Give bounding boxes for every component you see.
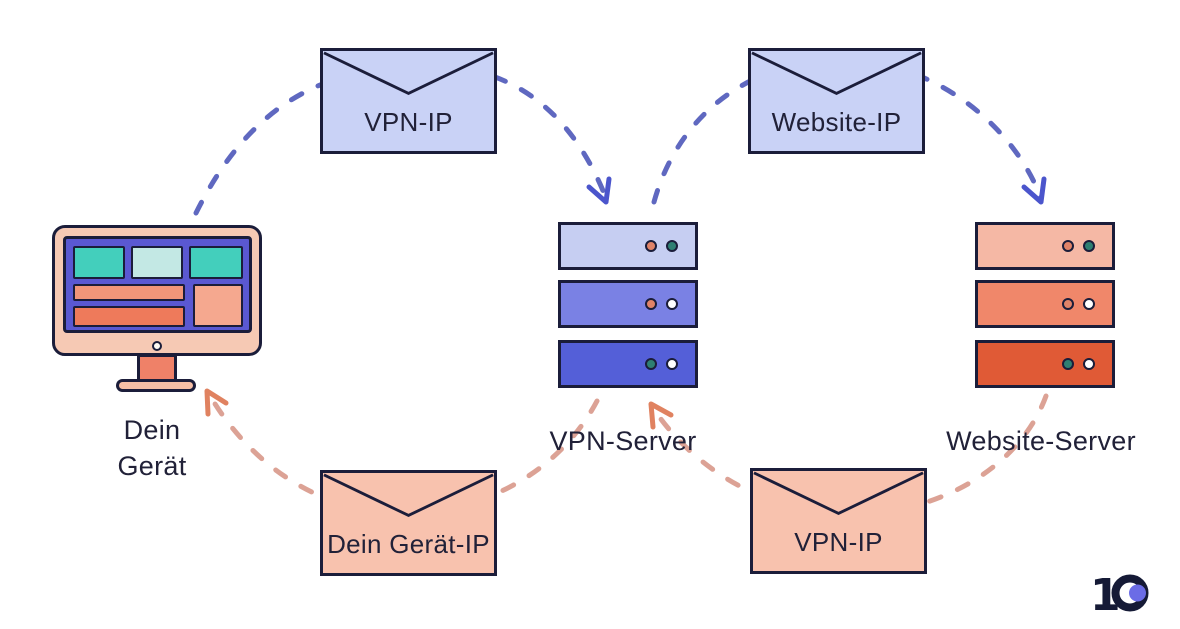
screen-tile: [193, 284, 243, 327]
status-dot: [645, 298, 657, 310]
status-dot: [1083, 298, 1095, 310]
arrow-website-to-vpn-server: [650, 393, 1049, 517]
status-dot: [666, 240, 678, 252]
website-server-label: Website-Server: [946, 426, 1136, 456]
status-dot: [1083, 358, 1095, 370]
envelope-flap-icon: [323, 51, 494, 96]
envelope-flap-icon: [751, 51, 922, 96]
envelope-label: Website-IP: [771, 107, 902, 137]
envelope-vpn-ip-top: VPN-IP: [320, 48, 497, 154]
server-slab: [975, 222, 1115, 270]
status-dot: [645, 358, 657, 370]
envelope-flap-icon: [753, 471, 924, 516]
arrowhead-vpn-server-bottom: [648, 401, 674, 430]
server-slab: [975, 340, 1115, 388]
status-dot: [1062, 298, 1074, 310]
envelope-flap-icon: [323, 473, 494, 518]
website-server-icon: [975, 222, 1115, 388]
monitor-screen: [63, 236, 252, 333]
vpn-server-label: VPN-Server: [549, 426, 697, 456]
brand-logo: 1: [1090, 572, 1149, 620]
status-dot: [1083, 240, 1095, 252]
camera-dot: [152, 341, 162, 351]
arrowhead-device-bottom: [204, 388, 229, 417]
screen-tile: [131, 246, 183, 279]
server-slab: [558, 280, 698, 328]
screen-tile: [73, 246, 125, 279]
arrowhead-website-server-top: [1021, 176, 1047, 205]
envelope-vpn-ip-bottom: VPN-IP: [750, 468, 927, 574]
vpn-server-icon: [558, 222, 698, 388]
screen-tile: [189, 246, 243, 279]
arrow-vpn-server-to-device: [206, 391, 600, 516]
monitor-base: [116, 379, 196, 392]
envelope-website-ip: Website-IP: [748, 48, 925, 154]
logo-dot-icon: [1129, 584, 1146, 602]
status-dot: [666, 298, 678, 310]
status-dot: [1062, 358, 1074, 370]
envelope-label: Dein Gerät-IP: [327, 529, 490, 559]
status-dot: [1062, 240, 1074, 252]
device-label-line1: Dein: [123, 415, 181, 445]
envelope-label: VPN-IP: [364, 107, 453, 137]
server-slab: [975, 280, 1115, 328]
screen-tile: [73, 306, 185, 327]
device-monitor-icon: [52, 225, 262, 397]
envelope-device-ip: Dein Gerät-IP: [320, 470, 497, 576]
monitor-stand: [137, 354, 177, 382]
server-slab: [558, 222, 698, 270]
envelope-label: VPN-IP: [794, 527, 883, 557]
device-label-line2: Gerät: [117, 451, 187, 481]
device-label: Dein Gerät: [92, 412, 212, 484]
status-dot: [645, 240, 657, 252]
status-dot: [666, 358, 678, 370]
server-slab: [558, 340, 698, 388]
screen-tile: [73, 284, 185, 301]
arrowhead-vpn-server-top: [586, 176, 612, 205]
